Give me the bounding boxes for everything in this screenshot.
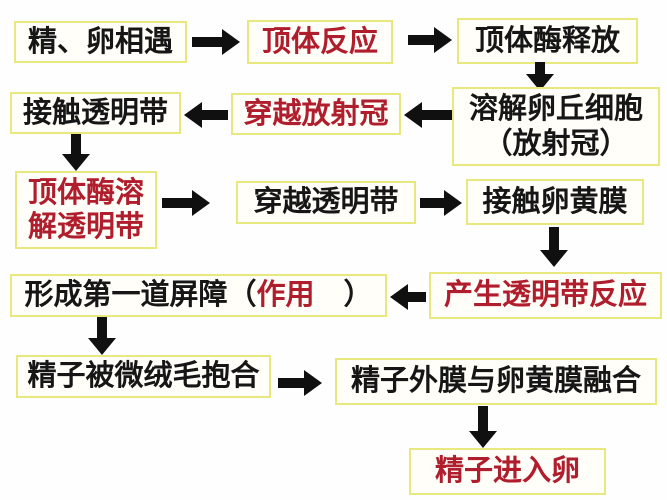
node-sperm-enters-egg-label: 精子进入卵 — [434, 455, 580, 488]
arrow-shaft — [407, 292, 426, 302]
node-sperm-egg-meet: 精、卵相遇 — [14, 21, 187, 63]
arrow-first-barrier-to-microvilli — [88, 317, 116, 355]
arrow-head — [526, 74, 554, 91]
node-sperm-enters-egg: 精子进入卵 — [409, 448, 606, 495]
arrow-head — [88, 338, 116, 355]
node-zona-reaction: 产生透明带反应 — [429, 272, 662, 319]
arrow-head — [390, 284, 408, 310]
node-first-barrier: 形成第一道屏障（作用 ） — [10, 274, 387, 317]
arrow-shaft — [97, 317, 107, 339]
arrow-cross-corona-to-touch-zona — [184, 102, 228, 128]
node-enzyme-dissolves-zona-line1: 顶体酶溶 — [27, 176, 144, 209]
node-membrane-fusion: 精子外膜与卵黄膜融合 — [335, 358, 657, 405]
arrow-membrane-fusion-to-sperm-entry — [469, 406, 497, 448]
arrow-head — [192, 190, 210, 216]
arrow-dissolve-cumulus-to-cross-corona — [404, 102, 452, 128]
arrow-touch-vitelline-to-zona-reaction — [540, 227, 568, 267]
arrow-shaft — [478, 406, 488, 432]
arrow-meet-to-acrosome-reaction — [192, 29, 240, 55]
arrow-head — [540, 250, 568, 267]
node-cross-corona-radiata-label: 穿越放射冠 — [243, 97, 389, 130]
arrow-head — [404, 102, 422, 128]
arrow-shaft — [535, 62, 545, 75]
node-first-barrier-suffix: ） — [314, 279, 373, 312]
node-dissolve-cumulus-cells: 溶解卵丘细胞 （放射冠） — [452, 87, 660, 166]
arrow-head — [444, 190, 462, 216]
arrow-zona-reaction-to-first-barrier — [390, 284, 426, 310]
arrow-head — [304, 370, 322, 396]
node-touch-vitelline-membrane-label: 接触卵黄膜 — [482, 185, 628, 218]
node-first-barrier-highlight: 作用 — [256, 279, 315, 312]
arrow-shaft — [278, 378, 305, 388]
node-dissolve-cumulus-line2: （放射冠） — [483, 127, 629, 160]
arrow-shaft — [549, 227, 559, 251]
arrow-shaft — [420, 198, 445, 208]
node-acrosomal-enzyme-release-label: 顶体酶释放 — [474, 24, 620, 57]
node-sperm-held-by-microvilli-label: 精子被微绒毛抱合 — [27, 360, 260, 393]
arrow-cross-zona-to-touch-vitelline — [420, 190, 462, 216]
arrow-head — [184, 102, 202, 128]
arrow-enzyme-release-to-dissolve-cumulus — [526, 62, 554, 91]
node-acrosome-reaction: 顶体反应 — [247, 20, 393, 64]
node-acrosome-reaction-label: 顶体反应 — [261, 25, 378, 58]
node-acrosomal-enzyme-release: 顶体酶释放 — [457, 18, 638, 64]
arrow-shaft — [408, 35, 435, 45]
node-dissolve-cumulus-line1: 溶解卵丘细胞 — [468, 93, 643, 126]
node-membrane-fusion-label: 精子外膜与卵黄膜融合 — [350, 365, 641, 398]
node-touch-zona-pellucida-label: 接触透明带 — [22, 96, 168, 129]
node-zona-reaction-label: 产生透明带反应 — [443, 279, 647, 312]
node-enzyme-dissolves-zona: 顶体酶溶 解透明带 — [15, 171, 157, 249]
arrow-head — [434, 27, 452, 53]
arrow-shaft — [421, 110, 452, 120]
node-cross-corona-radiata: 穿越放射冠 — [231, 93, 401, 135]
arrow-touch-zona-to-enzyme-dissolve — [62, 134, 90, 171]
node-cross-zona-pellucida: 穿越透明带 — [236, 181, 416, 224]
node-cross-zona-pellucida-label: 穿越透明带 — [253, 186, 399, 219]
arrow-head — [469, 431, 497, 448]
arrow-shaft — [192, 37, 223, 47]
node-first-barrier-prefix: 形成第一道屏障（ — [24, 279, 257, 312]
arrow-head — [222, 29, 240, 55]
node-sperm-egg-meet-label: 精、卵相遇 — [27, 25, 173, 58]
arrow-shaft — [201, 110, 228, 120]
node-enzyme-dissolves-zona-line2: 解透明带 — [27, 211, 144, 243]
node-sperm-held-by-microvilli: 精子被微绒毛抱合 — [16, 355, 271, 398]
node-touch-vitelline-membrane: 接触卵黄膜 — [466, 179, 644, 225]
arrow-acrosome-reaction-to-enzyme-release — [408, 27, 452, 53]
arrow-head — [62, 154, 90, 171]
arrow-enzyme-dissolve-to-cross-zona — [162, 190, 210, 216]
arrow-microvilli-to-membrane-fusion — [278, 370, 322, 396]
arrow-shaft — [162, 198, 193, 208]
arrow-shaft — [71, 134, 81, 155]
node-touch-zona-pellucida: 接触透明带 — [10, 92, 181, 134]
